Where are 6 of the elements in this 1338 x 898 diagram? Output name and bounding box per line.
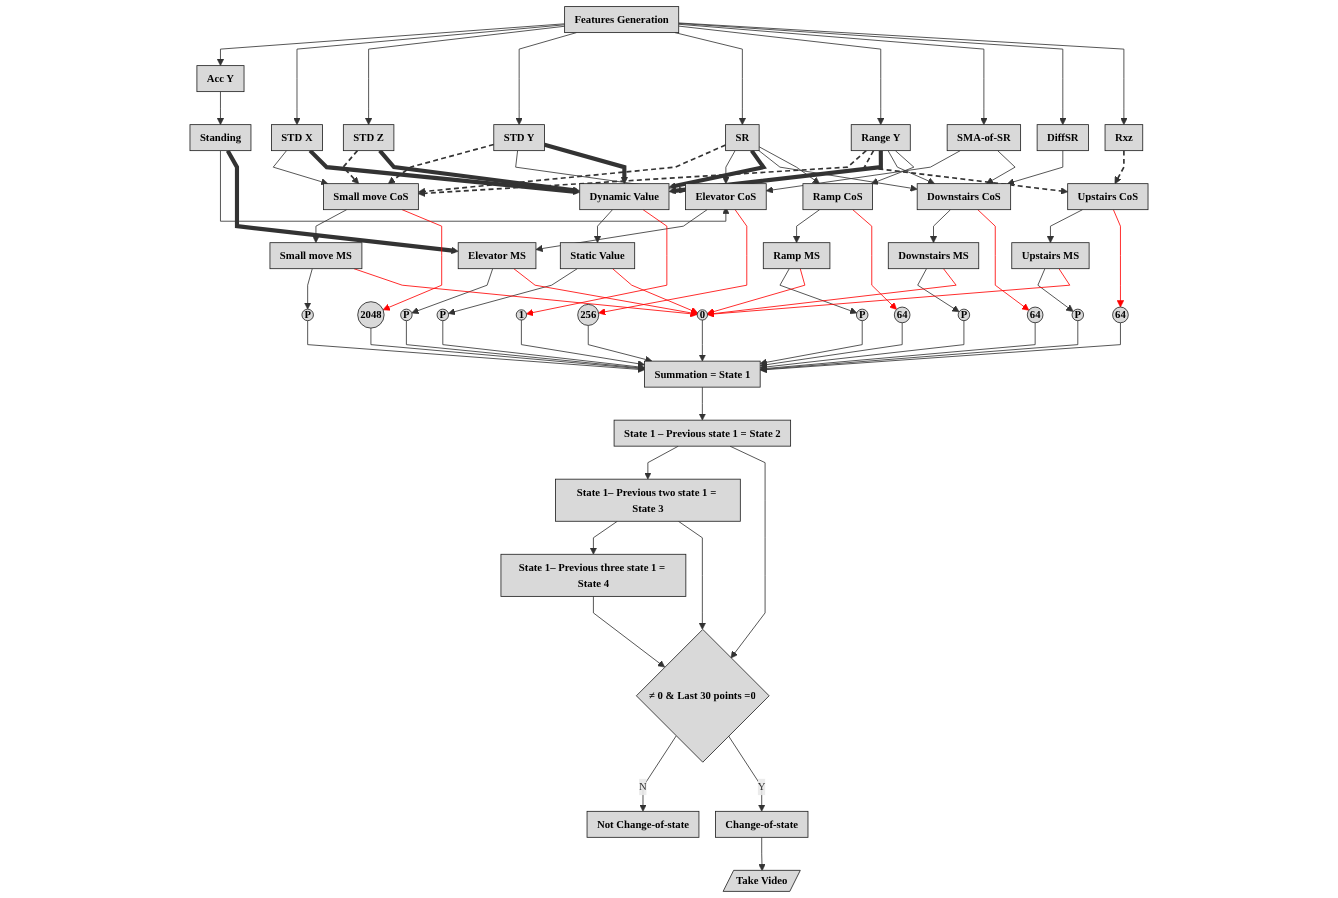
arrow	[378, 149, 581, 194]
arrow	[1114, 149, 1125, 184]
arrow	[342, 149, 360, 184]
arrow	[388, 143, 495, 184]
arrow	[543, 142, 628, 184]
arrow	[308, 149, 581, 196]
